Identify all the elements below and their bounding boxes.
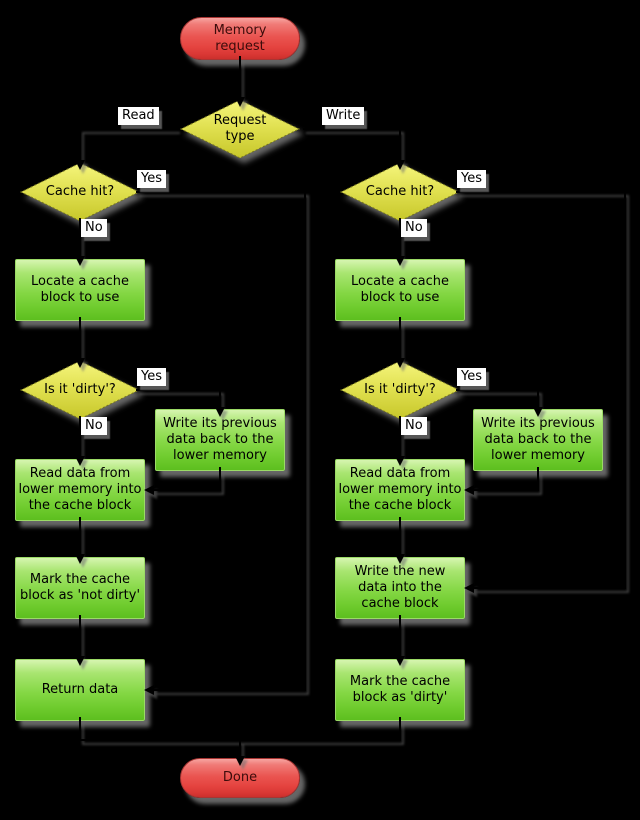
decision-label: Is it 'dirty'?	[44, 382, 116, 398]
terminator-done: Done	[180, 758, 300, 798]
process-read-data-write: Read data from lower memory into the cac…	[335, 459, 465, 521]
edge-label-no-cache-hit-write: No	[401, 219, 427, 237]
process-read-data-read: Read data from lower memory into the cac…	[15, 459, 145, 521]
edge-label-yes-dirty-write: Yes	[457, 368, 486, 386]
process-write-back-write: Write its previous data back to the lowe…	[473, 409, 603, 471]
decision-label: Is it 'dirty'?	[364, 382, 436, 398]
decision-label: Cache hit?	[45, 184, 115, 200]
arrowhead	[464, 485, 474, 495]
edge-label-read: Read	[118, 107, 159, 125]
decision-request-type: Request type	[180, 99, 300, 159]
connector-read-branch	[79, 128, 177, 166]
connector-write-branch	[303, 128, 401, 166]
decision-is-dirty-write: Is it 'dirty'?	[340, 360, 460, 420]
edge-label-write: Write	[322, 107, 365, 125]
diamond-shape	[20, 360, 140, 420]
process-locate-cache-block-read: Locate a cache block to use	[15, 259, 145, 321]
connector-cache-hit-yes-write	[456, 191, 626, 589]
process-write-back-read: Write its previous data back to the lowe…	[155, 409, 285, 471]
arrowhead	[144, 685, 154, 695]
diamond-shape	[180, 99, 300, 159]
process-mark-dirty: Mark the cache block as 'dirty'	[335, 659, 465, 721]
decision-cache-hit-write: Cache hit?	[340, 162, 460, 222]
edge-label-no-dirty-read: No	[81, 417, 107, 435]
diamond-shape	[20, 162, 140, 222]
edge-label-yes-dirty-read: Yes	[137, 368, 166, 386]
decision-cache-hit-read: Cache hit?	[20, 162, 140, 222]
connector-return-to-done	[79, 717, 241, 762]
decision-label: Request type	[213, 113, 267, 144]
terminator-memory-request: Memory request	[180, 17, 300, 60]
process-mark-not-dirty: Mark the cache block as 'not dirty'	[15, 557, 145, 619]
arrowhead	[144, 485, 154, 495]
process-write-new-data: Write the new data into the cache block	[335, 557, 465, 619]
decision-label: Cache hit?	[365, 184, 435, 200]
decision-is-dirty-read: Is it 'dirty'?	[20, 360, 140, 420]
diamond-shape	[340, 162, 460, 222]
process-return-data: Return data	[15, 659, 145, 721]
arrowhead	[464, 583, 474, 593]
edge-label-no-cache-hit-read: No	[81, 219, 107, 237]
edge-label-yes-cache-hit-write: Yes	[457, 170, 486, 188]
edge-label-no-dirty-write: No	[401, 417, 427, 435]
diamond-shape	[340, 360, 460, 420]
process-locate-cache-block-write: Locate a cache block to use	[335, 259, 465, 321]
edge-label-yes-cache-hit-read: Yes	[137, 170, 166, 188]
